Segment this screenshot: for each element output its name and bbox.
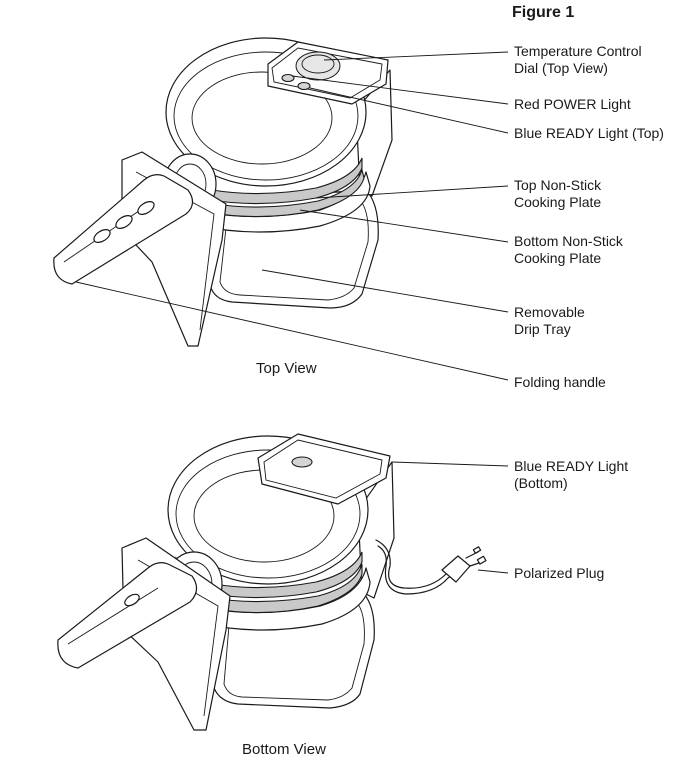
callout-blue-ready-light-top: Blue READY Light (Top): [514, 125, 664, 142]
handle-grip-hole-1: [93, 229, 111, 243]
callout-line: Blue READY Light (Top): [514, 125, 664, 141]
callout-red-power-light: Red POWER Light: [514, 96, 631, 113]
bottom-view-leader-lines: [391, 461, 509, 574]
top-view-leader-lines: [75, 51, 509, 381]
blue-ready-light-bottom: [291, 456, 313, 468]
figure-title: Figure 1: [512, 4, 575, 21]
callout-line: Cooking Plate: [514, 194, 602, 210]
callout-blue-ready-light-bottom: Blue READY Light (Bottom): [514, 458, 628, 492]
callout-line: Temperature Control: [514, 43, 642, 59]
callout-line: Polarized Plug: [514, 565, 605, 581]
callout-temperature-control-dial: Temperature Control Dial (Top View): [514, 43, 642, 77]
callout-line: Blue READY Light: [514, 458, 629, 474]
callout-line: Removable: [514, 304, 585, 320]
callout-line: Top Non-Stick: [514, 177, 602, 193]
handle-grip-hole-3: [137, 201, 155, 215]
callout-bottom-cooking-plate: Bottom Non-Stick Cooking Plate: [514, 233, 623, 267]
callout-line: Red POWER Light: [514, 96, 631, 112]
callout-polarized-plug: Polarized Plug: [514, 565, 604, 582]
handle-grip-hole-2: [115, 215, 133, 229]
callout-top-cooking-plate: Top Non-Stick Cooking Plate: [514, 177, 601, 211]
folding-handle-bottom-view[interactable]: [57, 562, 198, 669]
callout-line: Drip Tray: [514, 321, 571, 337]
callout-line: Dial (Top View): [514, 60, 608, 76]
waffle-maker-top-view: [53, 37, 393, 347]
waffle-maker-bottom-view: [57, 433, 487, 731]
callout-line: (Bottom): [514, 475, 568, 491]
bottom-view-label: Bottom View: [242, 741, 326, 758]
callout-folding-handle: Folding handle: [514, 374, 606, 391]
callout-line: Cooking Plate: [514, 250, 602, 266]
callout-line: Folding handle: [514, 374, 606, 390]
temperature-control-dial[interactable]: [295, 51, 341, 81]
handle-grip-hole-bottom-view: [124, 593, 140, 607]
top-view-label: Top View: [256, 360, 317, 377]
callout-removable-drip-tray: Removable Drip Tray: [514, 304, 585, 338]
red-power-light: [281, 73, 295, 83]
folding-handle[interactable]: [53, 174, 194, 285]
polarized-plug: [441, 546, 487, 583]
callout-line: Bottom Non-Stick: [514, 233, 623, 249]
power-cord: [375, 539, 459, 589]
blue-ready-light-top: [297, 81, 311, 91]
